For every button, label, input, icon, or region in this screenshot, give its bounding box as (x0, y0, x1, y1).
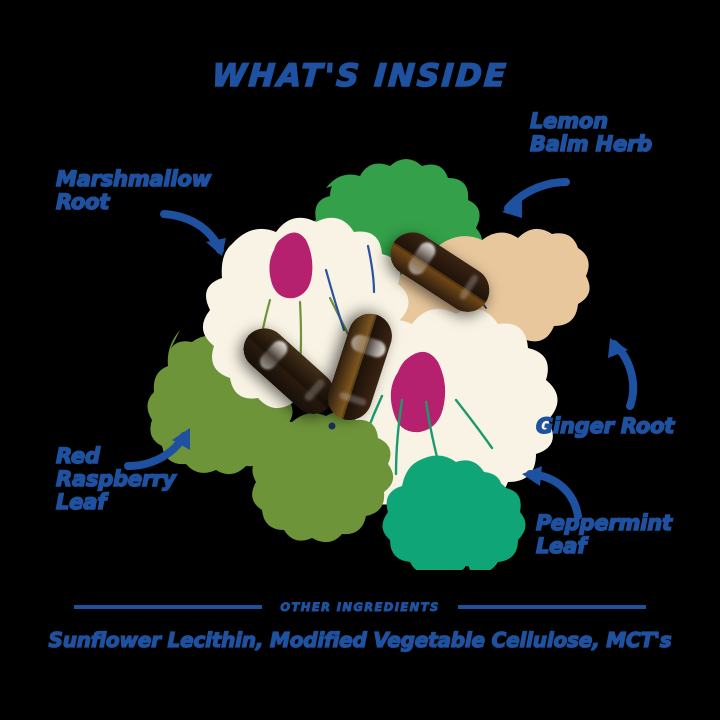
callout-label-lemon-balm-herb: Lemon Balm Herb (529, 109, 653, 157)
callout-label-marshmallow-root: Marshmallow Root (55, 167, 212, 215)
other-ingredients-heading: OTHER INGREDIENTS (280, 600, 440, 615)
blue-accent-veins (324, 244, 376, 332)
callout-label-red-raspberry-leaf: Red Raspberry Leaf (55, 444, 176, 515)
arrow-lemon-balm-icon (502, 178, 570, 218)
olive-raspberry-leaf-bottom (252, 411, 394, 543)
divider-right (457, 605, 646, 609)
small-speck (328, 422, 336, 430)
arrow-marshmallow-root-icon (160, 210, 226, 256)
callout-label-ginger-root: Ginger Root (535, 414, 675, 439)
other-ingredients-heading-row: OTHER INGREDIENTS (0, 600, 720, 614)
callout-label-peppermint-leaf: Peppermint Leaf (535, 511, 673, 559)
other-ingredients-list: Sunflower Lecithin, Modified Vegetable C… (48, 627, 673, 652)
arrow-red-raspberry-leaf-icon (124, 428, 190, 470)
page-title: WHAT'S INSIDE (210, 57, 510, 95)
arrow-ginger-root-icon (608, 338, 638, 410)
teal-peppermint-leaf (382, 455, 526, 570)
cream-flower-lower-right (331, 308, 558, 516)
arrow-peppermint-leaf-icon (522, 466, 582, 520)
ingredient-illustration (120, 150, 600, 570)
divider-left (74, 605, 263, 609)
